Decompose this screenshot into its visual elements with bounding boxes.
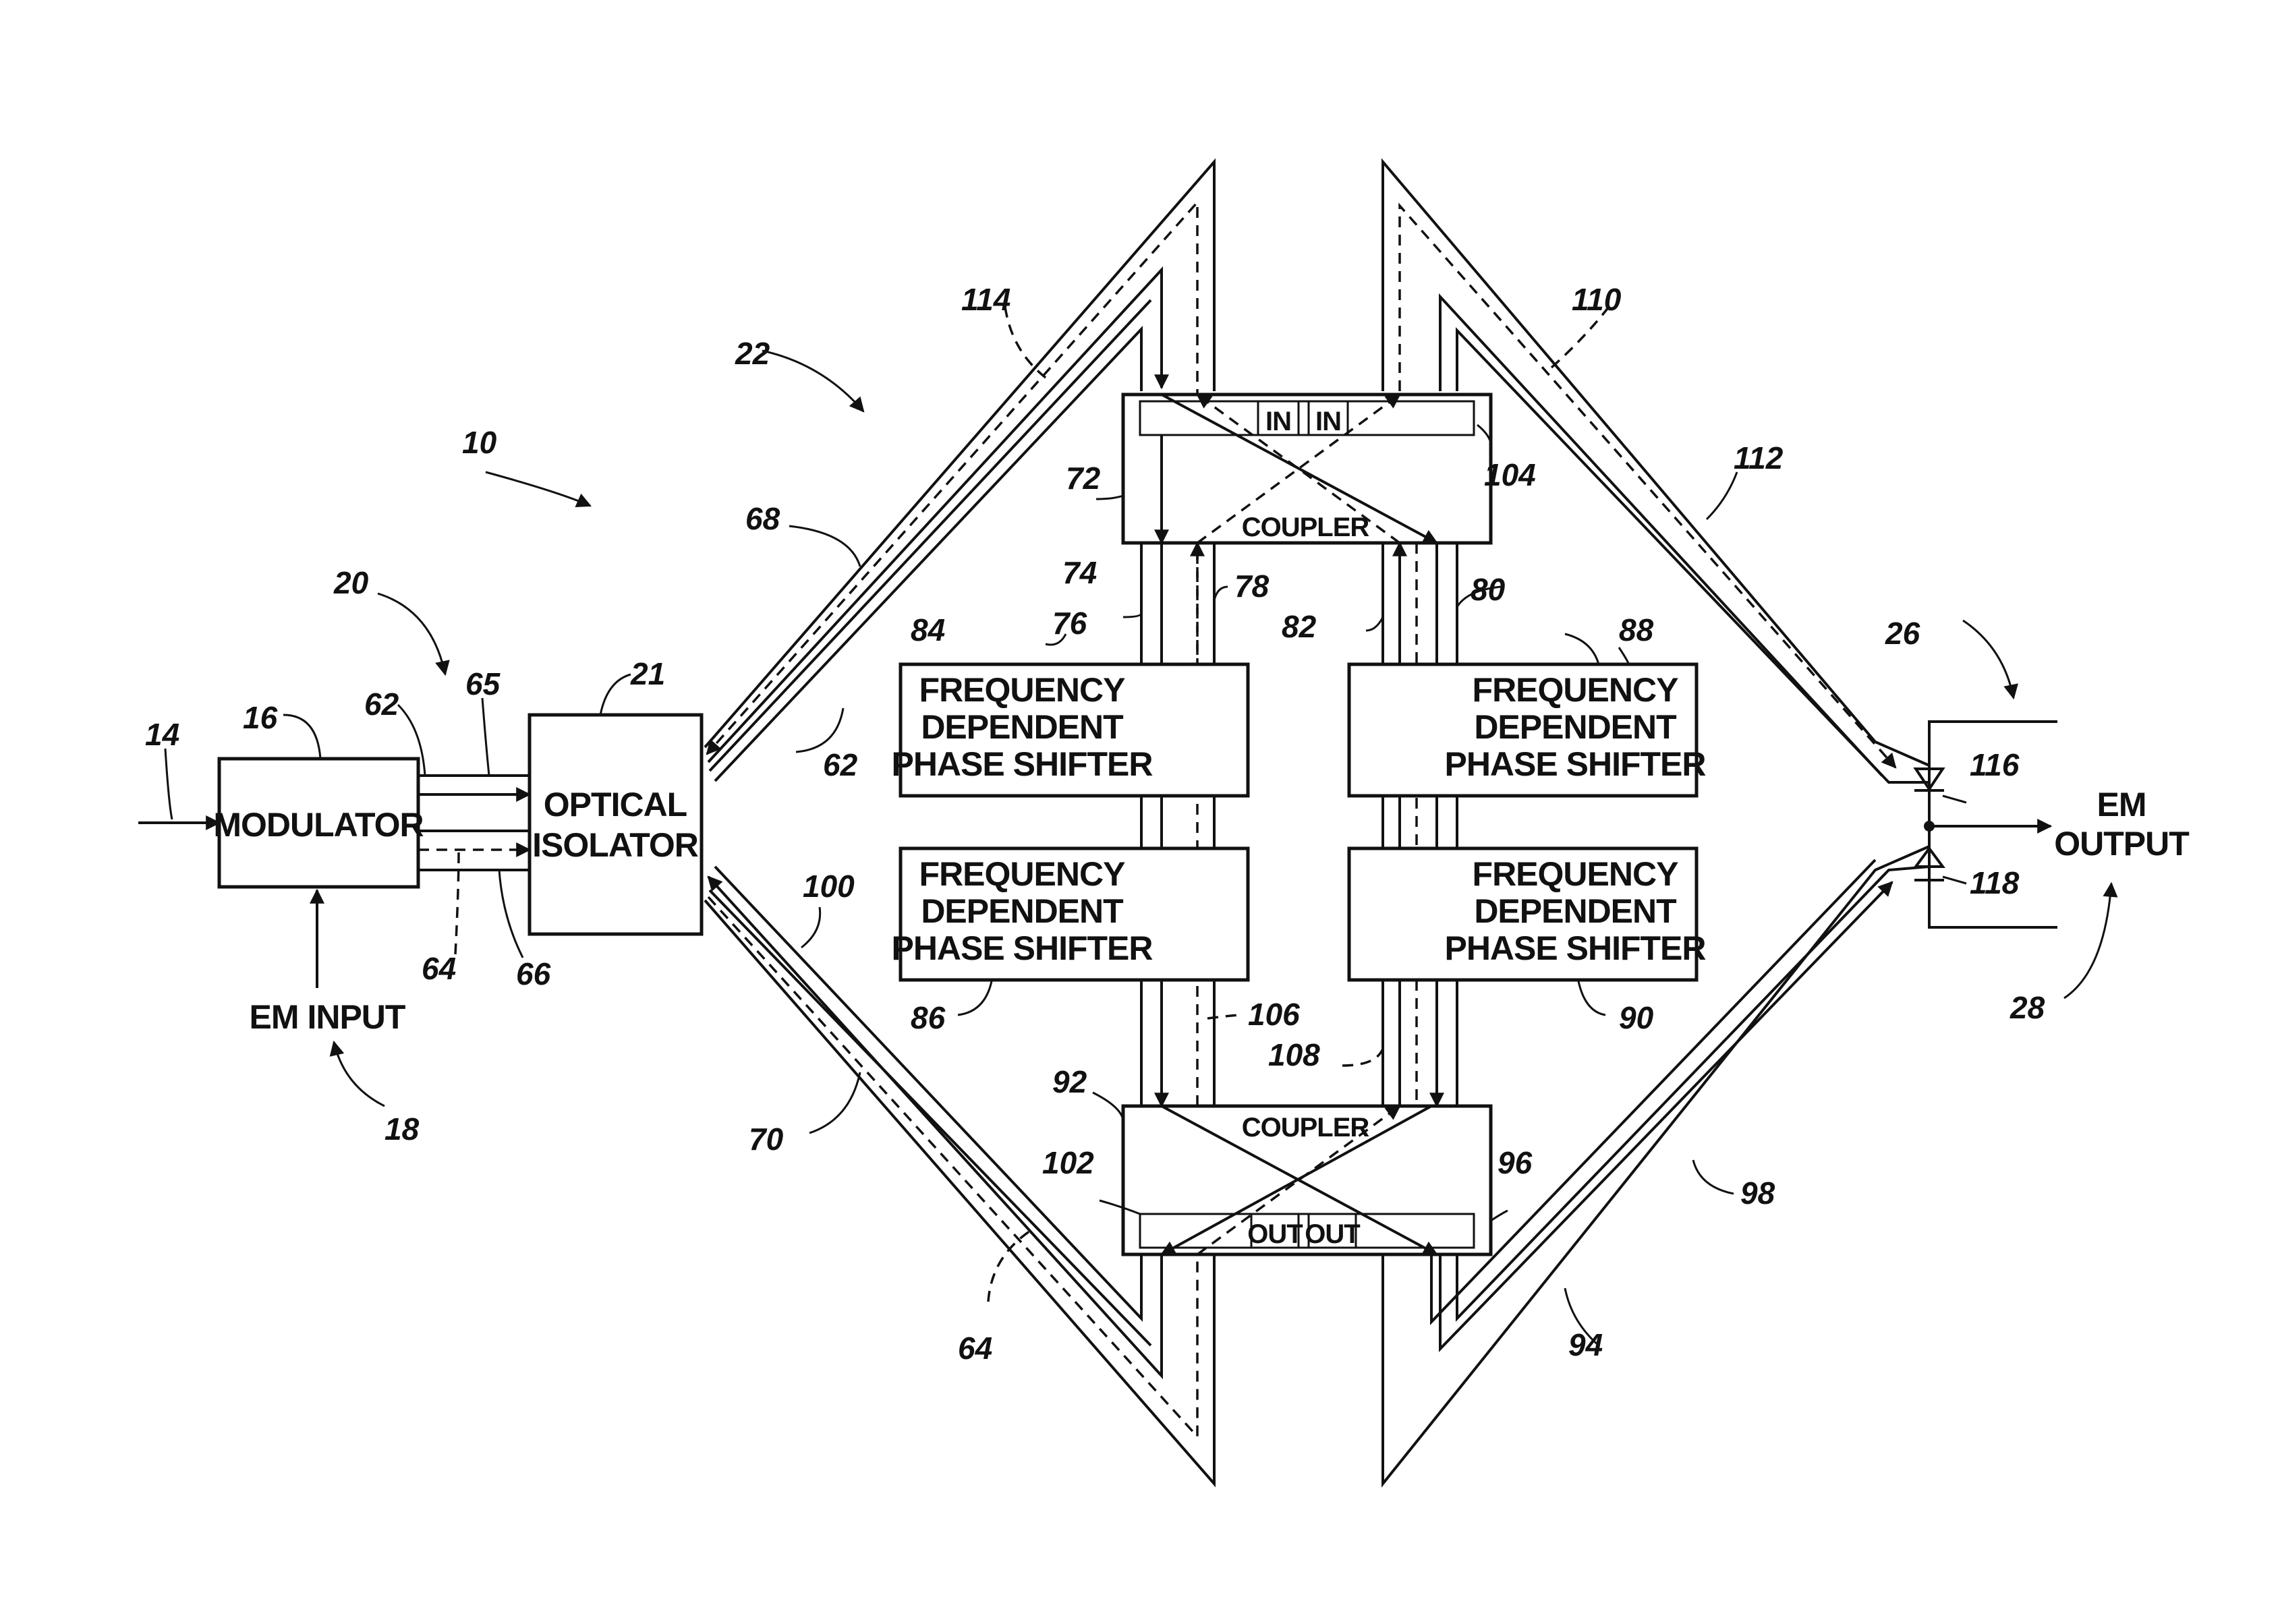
svg-text:82: 82: [1282, 609, 1317, 644]
svg-text:88: 88: [1619, 612, 1654, 647]
top-coupler: IN IN COUPLER: [1123, 395, 1491, 543]
svg-text:72: 72: [1066, 461, 1101, 496]
svg-text:DEPENDENT: DEPENDENT: [1474, 708, 1676, 746]
em-output-line1: EM: [2097, 786, 2146, 823]
phase-shifter-86: FREQUENCY DEPENDENT PHASE SHIFTER: [891, 848, 1248, 980]
svg-text:94: 94: [1568, 1327, 1603, 1362]
svg-text:21: 21: [630, 656, 665, 691]
svg-text:14: 14: [145, 717, 179, 752]
svg-text:100: 100: [803, 869, 855, 904]
em-input-label: EM INPUT: [250, 998, 405, 1036]
svg-text:68: 68: [745, 501, 780, 536]
svg-text:62: 62: [823, 747, 858, 782]
svg-text:78: 78: [1234, 569, 1270, 604]
svg-text:64: 64: [422, 951, 456, 986]
svg-text:118: 118: [1970, 865, 2020, 900]
bottom-coupler: OUT OUT COUPLER: [1123, 1106, 1491, 1254]
svg-text:16: 16: [243, 700, 278, 735]
svg-text:DEPENDENT: DEPENDENT: [1474, 892, 1676, 930]
svg-text:84: 84: [911, 612, 945, 647]
em-output-line2: OUTPUT: [2054, 825, 2189, 863]
svg-text:104: 104: [1484, 457, 1536, 492]
svg-text:98: 98: [1740, 1176, 1775, 1211]
top-coupler-label: COUPLER: [1242, 513, 1370, 542]
svg-text:80: 80: [1471, 572, 1506, 607]
svg-text:FREQUENCY: FREQUENCY: [919, 855, 1126, 893]
output-section: EM OUTPUT: [1914, 722, 2189, 927]
svg-text:116: 116: [1970, 747, 2020, 782]
svg-text:FREQUENCY: FREQUENCY: [1473, 855, 1679, 893]
bottom-out-port-a: OUT: [1247, 1219, 1303, 1249]
phase-shifter-84: FREQUENCY DEPENDENT PHASE SHIFTER: [891, 664, 1248, 796]
isolator-label-line2: ISOLATOR: [532, 826, 699, 864]
svg-text:90: 90: [1619, 1000, 1654, 1035]
svg-text:74: 74: [1062, 555, 1097, 590]
reference-numerals: 10 14 16 18 20 21 22 26 28 62 62 64 64 6…: [145, 282, 2045, 1366]
svg-text:96: 96: [1498, 1145, 1533, 1180]
svg-text:18: 18: [384, 1111, 420, 1147]
svg-text:108: 108: [1268, 1037, 1320, 1072]
bottom-out-port-b: OUT: [1305, 1219, 1360, 1249]
svg-text:FREQUENCY: FREQUENCY: [919, 671, 1126, 709]
svg-text:76: 76: [1052, 606, 1087, 641]
svg-text:22: 22: [735, 336, 770, 371]
svg-text:26: 26: [1885, 616, 1920, 651]
isolator-label-line1: OPTICAL: [544, 786, 687, 823]
svg-text:DEPENDENT: DEPENDENT: [921, 708, 1123, 746]
modulator-isolator-lines: [418, 776, 530, 870]
modulator-label: MODULATOR: [213, 806, 424, 844]
left-interferometer-arms: [705, 162, 1214, 1484]
phase-shifter-90: FREQUENCY DEPENDENT PHASE SHIFTER: [1349, 848, 1706, 980]
svg-text:106: 106: [1248, 997, 1300, 1032]
svg-text:70: 70: [749, 1122, 784, 1157]
svg-text:114: 114: [961, 282, 1010, 317]
svg-text:62: 62: [364, 687, 399, 722]
svg-text:86: 86: [911, 1000, 946, 1035]
svg-text:64: 64: [958, 1331, 992, 1366]
svg-text:102: 102: [1042, 1145, 1094, 1180]
svg-text:28: 28: [2010, 990, 2045, 1025]
svg-text:10: 10: [462, 425, 497, 460]
phase-shifter-88: FREQUENCY DEPENDENT PHASE SHIFTER: [1349, 664, 1706, 796]
top-in-port-b: IN: [1315, 407, 1341, 436]
svg-text:FREQUENCY: FREQUENCY: [1473, 671, 1679, 709]
svg-text:DEPENDENT: DEPENDENT: [921, 892, 1123, 930]
optical-isolator-box: [530, 715, 702, 934]
svg-text:PHASE SHIFTER: PHASE SHIFTER: [1444, 745, 1706, 783]
svg-text:65: 65: [465, 666, 501, 701]
top-in-port-a: IN: [1265, 407, 1291, 436]
svg-text:66: 66: [516, 956, 551, 991]
input-section: MODULATOR OPTICAL ISOLATOR EM INPUT: [138, 715, 702, 1036]
right-interferometer-arms: [1383, 162, 1929, 1484]
svg-text:112: 112: [1734, 440, 1784, 475]
svg-text:PHASE SHIFTER: PHASE SHIFTER: [891, 745, 1153, 783]
svg-text:92: 92: [1052, 1064, 1087, 1099]
svg-text:PHASE SHIFTER: PHASE SHIFTER: [1444, 929, 1706, 967]
bottom-coupler-label: COUPLER: [1242, 1113, 1370, 1142]
svg-text:20: 20: [333, 565, 369, 600]
svg-text:PHASE SHIFTER: PHASE SHIFTER: [891, 929, 1153, 967]
svg-text:110: 110: [1572, 282, 1622, 317]
